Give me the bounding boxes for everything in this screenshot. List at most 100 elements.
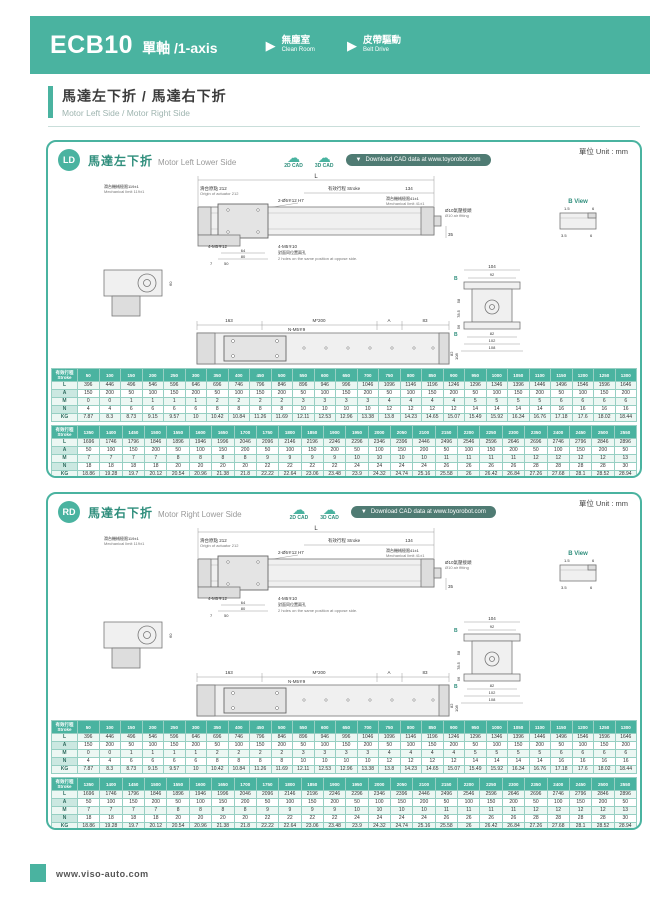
spec-value-cell: 22: [300, 814, 324, 823]
download-text: Download CAD data at www.toyorobot.com: [365, 157, 481, 163]
cad-3d-download[interactable]: ☁ 3D CAD: [320, 503, 339, 521]
spec-value-cell: 200: [614, 389, 637, 398]
stroke-value-header: 300: [184, 720, 207, 734]
spec-value-cell: 6: [120, 405, 143, 414]
spec-value-cell: 1296: [464, 733, 487, 742]
spec-value-cell: 1846: [144, 790, 168, 799]
spec-value-cell: 28.1: [568, 470, 593, 476]
spec-value-cell: 1646: [614, 381, 637, 390]
screws-bottom-label: N-M5∓9: [288, 327, 306, 332]
spec-value-cell: 5: [528, 397, 551, 406]
spec-value-cell: 546: [141, 381, 164, 390]
stroke-value-header: 1650: [211, 425, 235, 439]
footer-url[interactable]: www.viso-auto.com: [56, 869, 149, 879]
cad-3d-download[interactable]: ☁ 3D CAD: [315, 151, 334, 169]
spec-value-cell: 200: [614, 741, 637, 750]
spec-value-cell: 6: [614, 397, 637, 406]
spec-value-cell: 200: [591, 798, 615, 807]
spec-value-cell: 100: [99, 798, 123, 807]
spec-value-cell: 7: [99, 454, 123, 463]
spec-value-cell: 10: [412, 454, 436, 463]
spec-value-cell: 1596: [593, 733, 616, 742]
stroke-value-header: 1800: [278, 777, 302, 791]
cad-2d-download[interactable]: ☁ 2D CAD: [290, 503, 309, 521]
spec-value-cell: 12: [442, 405, 465, 414]
spec-value-cell: 746: [227, 733, 250, 742]
spec-value-cell: 11: [501, 806, 526, 815]
feature-zh: 無塵室: [281, 35, 311, 47]
limit41-zh: 滑台機械極限41±1: [386, 547, 420, 553]
spec-value-cell: 20: [188, 814, 213, 823]
stroke-value-header: 2550: [613, 777, 638, 791]
panel-header: LD 馬達左下折 Motor Left Lower Side ☁ 2D CAD …: [58, 148, 491, 172]
stroke-value-header: 650: [335, 368, 358, 382]
spec-value-cell: 150: [507, 741, 530, 750]
top-side-view: L 滑台原點 212 Origin of actuator 212 2-Ø5∓1…: [104, 526, 472, 618]
spec-value-cell: 150: [479, 798, 503, 807]
spec-value-cell: 8: [206, 757, 229, 766]
screws-side-zh: 對面同位置兩孔: [278, 601, 306, 607]
download-cad-link[interactable]: ▼ Download CAD data at www.toyorobot.com: [345, 154, 491, 166]
cad-2d-download[interactable]: ☁ 2D CAD: [284, 151, 303, 169]
spec-value-cell: 6: [614, 749, 637, 758]
spec-value-cell: 16: [550, 405, 573, 414]
spec-value-cell: 22.64: [278, 822, 302, 828]
spec-value-cell: 200: [322, 798, 347, 807]
spec-value-cell: 26: [479, 462, 503, 471]
spec-value-cell: 26: [457, 814, 481, 823]
air-fitting-en: Ø10 air fitting: [445, 213, 469, 218]
dim-104: 104: [488, 616, 496, 621]
spec-value-cell: 12.11: [292, 413, 315, 422]
dim-58: 58: [456, 298, 461, 303]
spec-value-cell: 2: [270, 749, 293, 758]
b-view-detail: B View 1.5 6 3.5 6: [559, 551, 597, 590]
spec-value-cell: 796: [249, 733, 272, 742]
row-label-cell: KG: [51, 413, 78, 422]
spec-value-cell: 26: [434, 462, 459, 471]
stroke-value-header: 2250: [479, 777, 503, 791]
spec-value-cell: 6: [120, 757, 143, 766]
spec-value-cell: 200: [98, 389, 121, 398]
stroke-value-header: 1000: [485, 720, 508, 734]
spec-value-cell: 28.94: [613, 822, 638, 828]
spec-value-cell: 50: [166, 446, 190, 455]
spec-value-cell: 21.38: [211, 470, 235, 476]
spec-value-cell: 150: [121, 446, 146, 455]
spec-value-cell: 2146: [278, 790, 302, 799]
spec-value-cell: 2: [270, 397, 293, 406]
stroke-value-header: 250: [163, 368, 186, 382]
spec-value-cell: 12: [568, 454, 593, 463]
spec-value-cell: 16.76: [528, 413, 551, 422]
dim-pitch: M*200: [312, 318, 326, 323]
stroke-value-header: 800: [399, 368, 422, 382]
download-cad-link[interactable]: ▼ Download CAD data at www.toyorobot.com: [350, 506, 496, 518]
spec-value-cell: 20.12: [144, 470, 168, 476]
spec-value-cell: 16.34: [507, 765, 530, 774]
spec-value-cell: 646: [184, 733, 207, 742]
spec-value-cell: 50: [464, 389, 487, 398]
dimension-drawing: L 滑台原點 212 Origin of actuator 212 2-Ø5∓1…: [103, 174, 597, 365]
spec-value-cell: 6: [184, 757, 207, 766]
stroke-dim-label: 有效行程 Stroke: [328, 185, 361, 192]
stroke-value-header: 1600: [188, 777, 213, 791]
spec-value-cell: 100: [313, 389, 336, 398]
section-divider: [48, 126, 640, 127]
spec-value-cell: 14: [507, 405, 530, 414]
spec-value-cell: 50: [613, 446, 638, 455]
dim-163: 163: [225, 670, 233, 675]
spec-value-cell: 100: [313, 741, 336, 750]
spec-value-cell: 14.65: [421, 413, 444, 422]
spec-value-cell: 18.44: [614, 765, 637, 774]
spec-value-cell: 7: [76, 806, 101, 815]
spec-value-cell: 24: [390, 462, 414, 471]
spec-value-cell: 13.38: [356, 765, 379, 774]
spec-value-cell: 200: [144, 798, 168, 807]
spec-value-cell: 896: [292, 381, 315, 390]
spec-value-cell: 20: [233, 814, 257, 823]
spec-value-cell: 10: [412, 806, 436, 815]
spec-value-cell: 2296: [345, 438, 369, 447]
spec-value-cell: 150: [421, 389, 444, 398]
stroke-value-header: 1050: [507, 720, 530, 734]
